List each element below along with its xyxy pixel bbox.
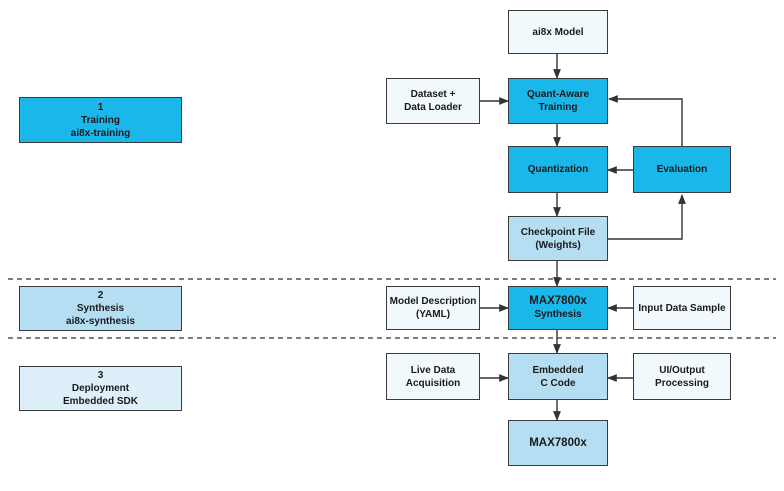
- node-evaluation: Evaluation: [633, 146, 731, 193]
- node-label: Quant-Aware: [526, 89, 590, 100]
- node-label: Checkpoint File: [520, 226, 596, 238]
- stage-tool: Embedded SDK: [62, 396, 138, 407]
- node-label: Training: [538, 102, 578, 113]
- stage-name: Deployment: [71, 383, 130, 394]
- node-label: Dataset +: [410, 89, 456, 100]
- node-max7800x-device: MAX7800x: [508, 420, 608, 466]
- stage-name: Training: [81, 114, 120, 126]
- stage-tool: ai8x-synthesis: [66, 316, 135, 327]
- stage-number: 2: [97, 290, 104, 301]
- node-label: Acquisition: [405, 377, 461, 389]
- node-label: Synthesis: [534, 309, 582, 320]
- node-quant-aware-training: Quant-Aware Training: [508, 78, 608, 124]
- node-input-data-sample: Input Data Sample: [633, 286, 731, 330]
- node-label: ai8x Model: [532, 26, 584, 38]
- node-quantization: Quantization: [508, 146, 608, 193]
- node-label: Model Description: [389, 296, 477, 307]
- arrow-checkpoint-to-evaluation: [608, 194, 686, 240]
- node-label: MAX7800x: [529, 295, 587, 307]
- node-ui-output-processing: UI/Output Processing: [633, 353, 731, 400]
- node-embedded-c-code: Embedded C Code: [508, 353, 608, 400]
- node-model-description: Model Description (YAML): [386, 286, 480, 330]
- stage-deployment-box: 3 Deployment Embedded SDK: [19, 366, 182, 411]
- node-label: Evaluation: [656, 164, 708, 175]
- node-label: Live Data: [410, 364, 456, 376]
- node-checkpoint-file: Checkpoint File (Weights): [508, 216, 608, 261]
- arrow-evaluation-to-qat: [608, 95, 683, 146]
- node-label: Data Loader: [404, 102, 462, 113]
- node-label: Embedded: [532, 364, 584, 376]
- node-label: Quantization: [527, 164, 589, 175]
- node-max7800x-synthesis: MAX7800x Synthesis: [508, 286, 608, 330]
- node-label: Input Data Sample: [638, 302, 726, 314]
- node-dataset-loader: Dataset + Data Loader: [386, 78, 480, 124]
- node-label: (YAML): [415, 309, 451, 320]
- node-label: MAX7800x: [529, 436, 587, 449]
- node-label: (Weights): [535, 239, 581, 251]
- node-ai8x-model: ai8x Model: [508, 10, 608, 54]
- node-label: UI/Output: [659, 364, 705, 376]
- node-label: C Code: [540, 377, 576, 389]
- stage-synthesis-box: 2 Synthesis ai8x-synthesis: [19, 286, 182, 331]
- node-label: Processing: [655, 377, 709, 389]
- stage-name: Synthesis: [76, 303, 125, 314]
- node-live-data-acquisition: Live Data Acquisition: [386, 353, 480, 400]
- stage-number: 3: [97, 370, 104, 381]
- stage-training-box: 1 Training ai8x-training: [19, 97, 182, 143]
- stage-number: 1: [97, 101, 104, 113]
- stage-tool: ai8x-training: [70, 127, 131, 139]
